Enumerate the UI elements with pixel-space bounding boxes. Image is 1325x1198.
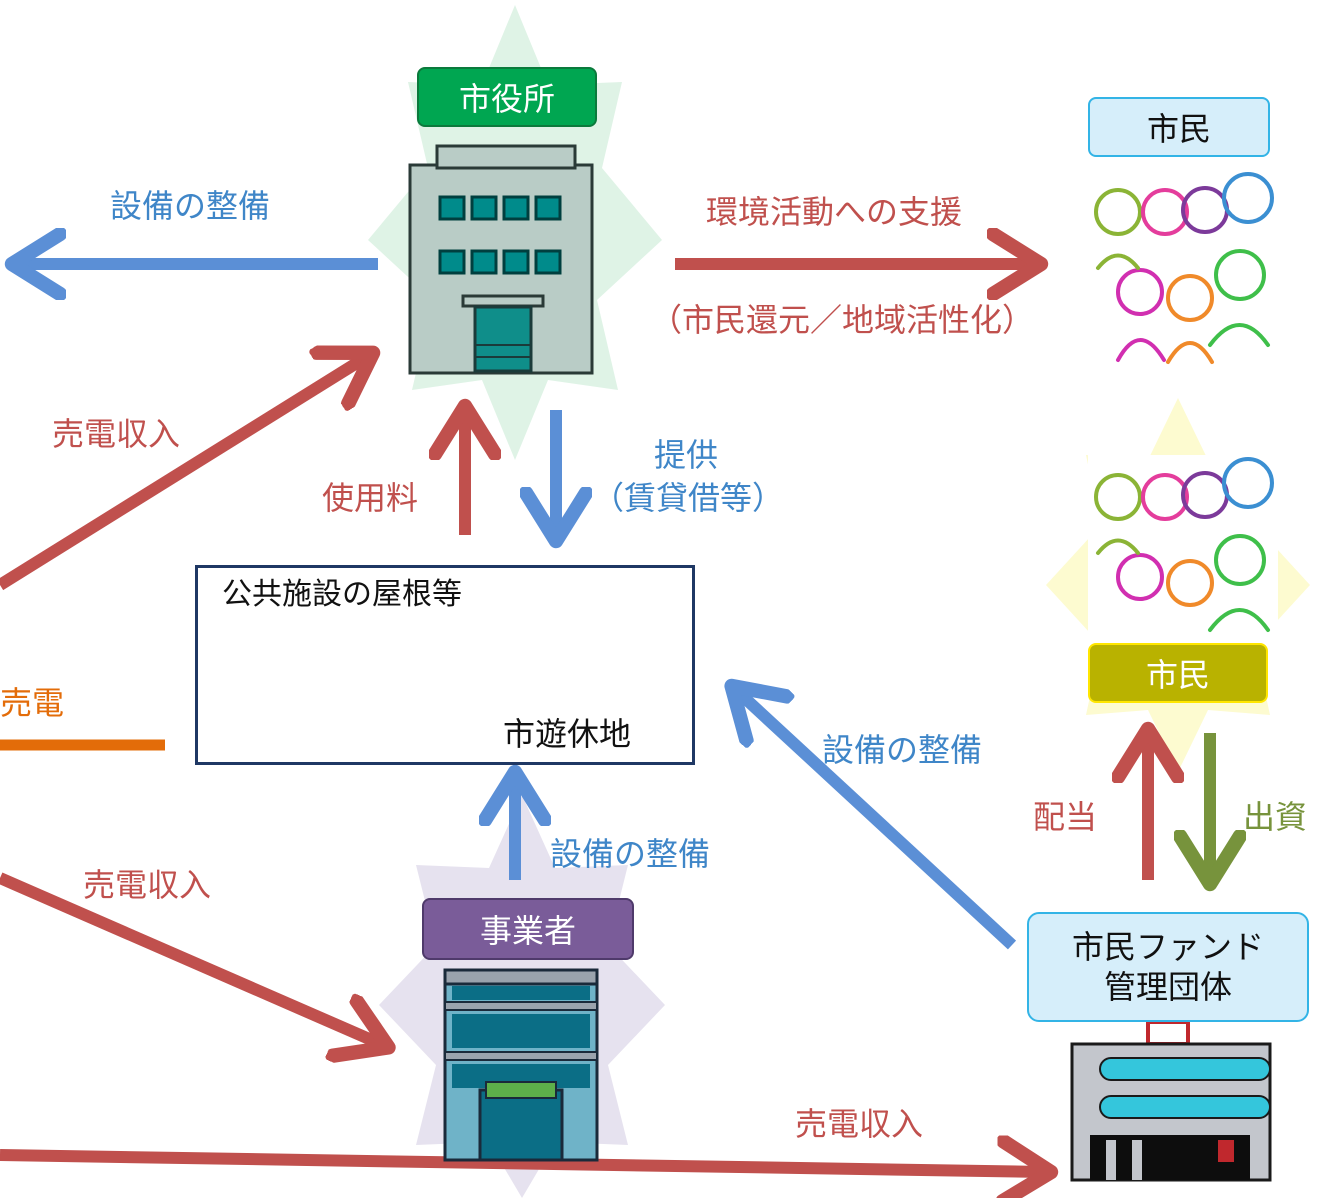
label-usage-fee: 使用料: [322, 479, 419, 517]
operator-tag: 事業者: [422, 898, 634, 960]
city-hall-building-icon: [408, 144, 594, 375]
label-sales-income-city: 売電収入: [52, 415, 181, 453]
label-sell-power: 売電: [0, 684, 65, 722]
fund-tag-line1: 市民ファンド: [1071, 928, 1264, 966]
label-support-note: （市民還元／地域活性化）: [650, 301, 1035, 339]
label-provide: 提供: [654, 436, 719, 474]
fund-tag-line2: 管理団体: [1103, 968, 1232, 1006]
office-building-icon: [443, 968, 599, 1162]
citizens-group-icon: [1088, 455, 1278, 650]
label-dividend: 配当: [1033, 798, 1098, 836]
label-sales-income-fund: 売電収入: [795, 1105, 924, 1143]
label-equipment-left: 設備の整備: [110, 187, 271, 225]
arrow-sales-income-operator: [0, 872, 383, 1045]
arrow-equipment-fund: [736, 690, 1017, 950]
label-equipment-fund: 設備の整備: [822, 731, 983, 769]
label-provide-note: （賃貸借等）: [592, 479, 785, 517]
facility-title: 公共施設の屋根等: [222, 577, 462, 612]
citizens-top-tag: 市民: [1088, 97, 1270, 157]
facility-box: [195, 565, 695, 765]
city-hall-tag: 市役所: [417, 67, 597, 127]
label-equipment-operator: 設備の整備: [550, 835, 711, 873]
citizens-investors-tag: 市民: [1088, 643, 1268, 703]
arrow-sales-income-city: [0, 356, 368, 591]
fund-building-icon: [1070, 1020, 1272, 1182]
fund-tag: 市民ファンド 管理団体: [1027, 912, 1309, 1022]
citizens-group-icon: [1088, 170, 1278, 365]
label-investment: 出資: [1243, 798, 1308, 836]
facility-sublabel: 市遊休地: [503, 715, 632, 753]
label-support: 環境活動への支援: [706, 193, 963, 231]
arrow-sales-income-fund: [0, 1155, 1045, 1172]
label-sales-income-operator: 売電収入: [83, 866, 212, 904]
